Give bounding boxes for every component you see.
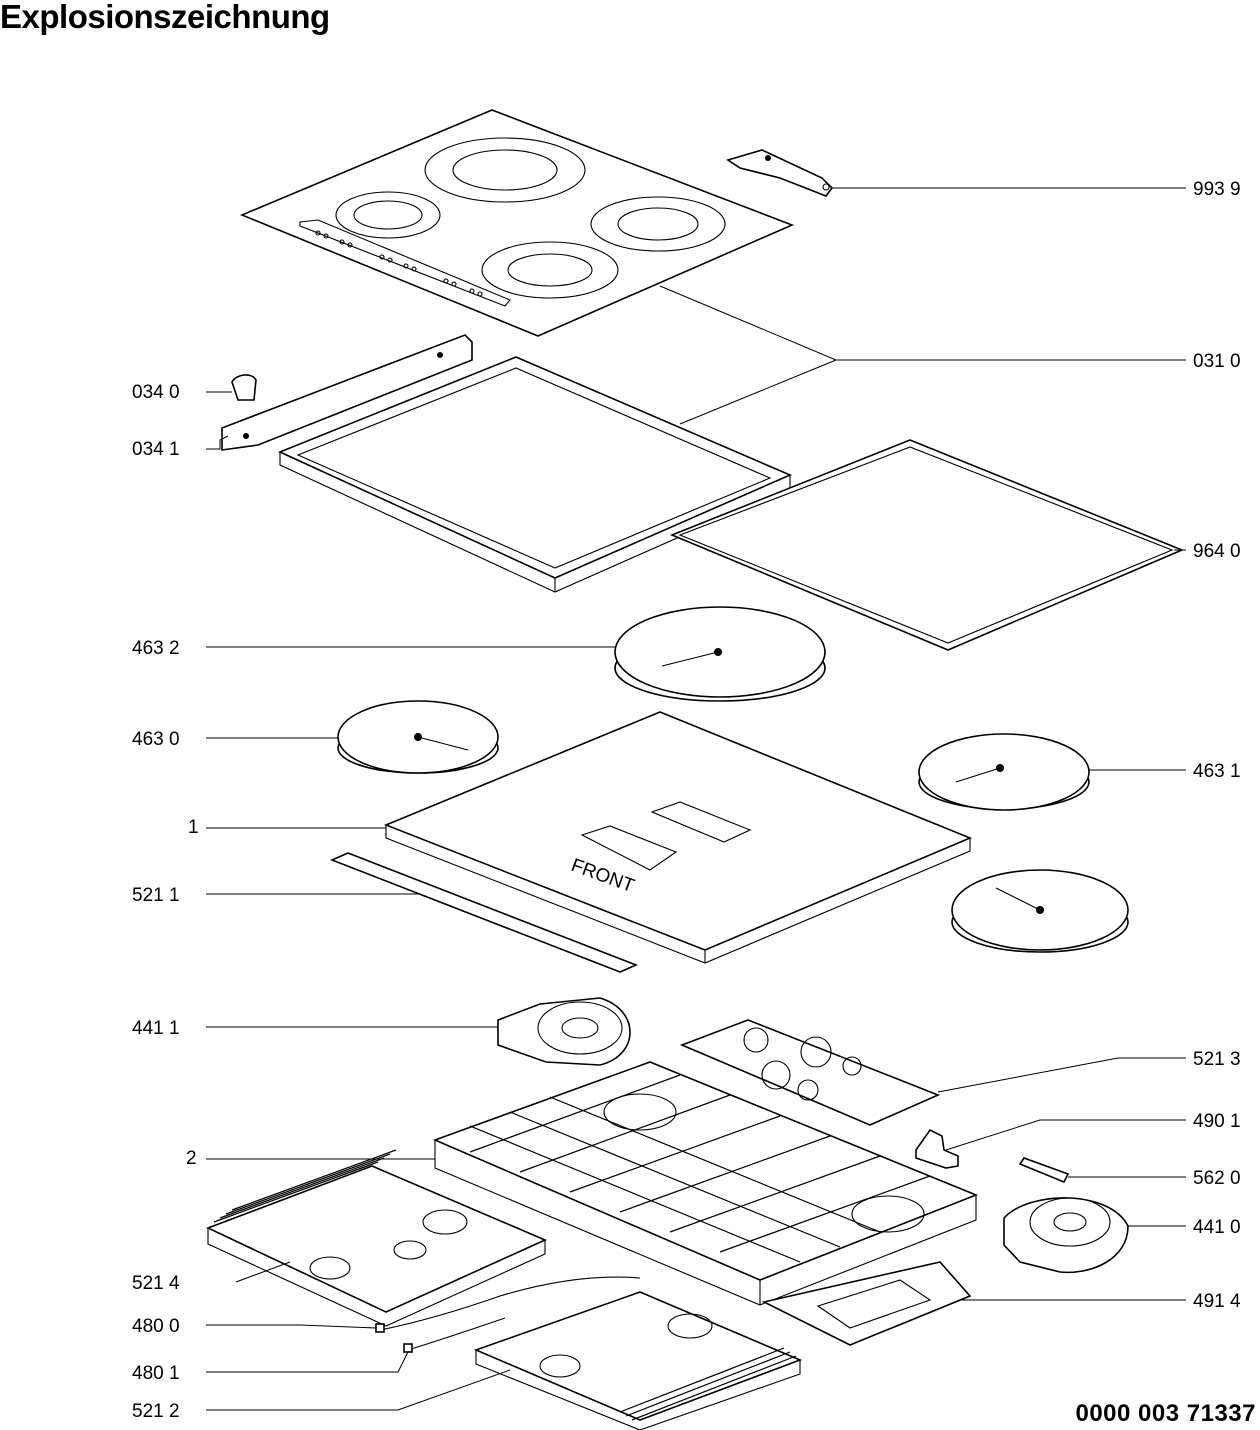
side-rail xyxy=(221,334,473,451)
callout-034-0: 034 0 xyxy=(132,382,180,403)
callout-441-1: 441 1 xyxy=(132,1018,180,1039)
power-pcb-521-4 xyxy=(205,1149,547,1327)
bracket-490-1 xyxy=(915,1128,959,1169)
mounting-bracket xyxy=(726,149,834,197)
callout-521-2: 521 2 xyxy=(132,1401,180,1422)
callout-491-4: 491 4 xyxy=(1193,1291,1241,1312)
coil-463-1 xyxy=(918,733,1090,811)
callout-521-1: 521 1 xyxy=(132,885,180,906)
callout-463-1: 463 1 xyxy=(1193,761,1241,782)
coil-lower-right xyxy=(951,869,1129,953)
callout-2: 2 xyxy=(186,1148,197,1169)
coil-463-2 xyxy=(614,606,826,702)
callout-463-2: 463 2 xyxy=(132,638,180,659)
carrier-plate: FRONT xyxy=(383,711,973,964)
frame xyxy=(277,356,793,593)
control-markings xyxy=(315,230,483,297)
callout-463-0: 463 0 xyxy=(132,729,180,750)
fan-441-0 xyxy=(1003,1197,1129,1274)
drawing-number: 0000 003 71337 xyxy=(1075,1400,1256,1427)
callout-480-0: 480 0 xyxy=(132,1316,180,1337)
callout-993-9: 993 9 xyxy=(1193,179,1241,200)
power-pcb-521-3 xyxy=(679,1019,941,1126)
callout-964-0: 964 0 xyxy=(1193,541,1241,562)
callout-480-1: 480 1 xyxy=(132,1363,180,1384)
callout-031-0: 031 0 xyxy=(1193,351,1241,372)
power-pcb-521-2 xyxy=(473,1291,803,1430)
fuse-562-0 xyxy=(1018,1157,1070,1184)
glass-ceramic-top xyxy=(239,109,795,337)
bottom-tray xyxy=(432,1061,979,1306)
callout-562-0: 562 0 xyxy=(1193,1168,1241,1189)
cable-harness xyxy=(375,1276,641,1353)
fan-441-1 xyxy=(497,997,631,1066)
cover-491-4 xyxy=(761,1261,972,1346)
callout-521-3: 521 3 xyxy=(1193,1049,1241,1070)
callout-441-0: 441 0 xyxy=(1193,1217,1241,1238)
callout-034-1: 034 1 xyxy=(132,439,180,460)
page-title: Explosionszeichnung xyxy=(0,0,330,35)
callout-521-4: 521 4 xyxy=(132,1273,180,1294)
clip xyxy=(231,374,257,401)
leader-lines xyxy=(206,187,1186,1411)
callout-1: 1 xyxy=(188,817,199,838)
callout-labels: 993 9 031 0 034 0 034 1 964 0 463 2 463 … xyxy=(132,179,1241,1422)
callout-490-1: 490 1 xyxy=(1193,1111,1241,1132)
coil-463-0 xyxy=(337,700,499,774)
control-pcb-521-1 xyxy=(329,852,639,973)
